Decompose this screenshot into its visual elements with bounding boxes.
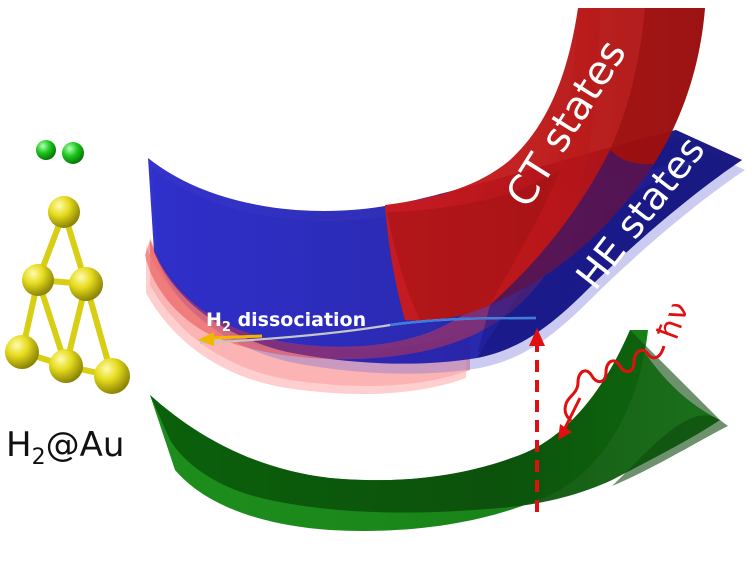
gold-atom [69, 267, 103, 301]
h2-dissociation-label: H2 dissociation [206, 309, 366, 335]
molecule-label: H2@Au [6, 425, 124, 470]
hydrogen-atom [36, 140, 56, 160]
hv-label: ħν [651, 297, 697, 344]
gold-atom [49, 349, 83, 383]
photon-wave [558, 345, 666, 440]
gold-atom [22, 264, 54, 296]
h2-au-molecule [5, 140, 130, 394]
ground-state-surface [150, 330, 728, 531]
dissociation-arrowhead [198, 332, 214, 346]
dissociation-path [198, 316, 537, 346]
hydrogen-atom [62, 142, 84, 164]
ct-states-surface [145, 8, 705, 360]
gold-atom [48, 196, 80, 228]
gold-atom [5, 335, 39, 369]
surface-overlap-region [478, 150, 690, 352]
vertical-excitation-arrow [529, 328, 545, 512]
gold-atom [94, 358, 130, 394]
dissociation-arrow [211, 334, 263, 340]
